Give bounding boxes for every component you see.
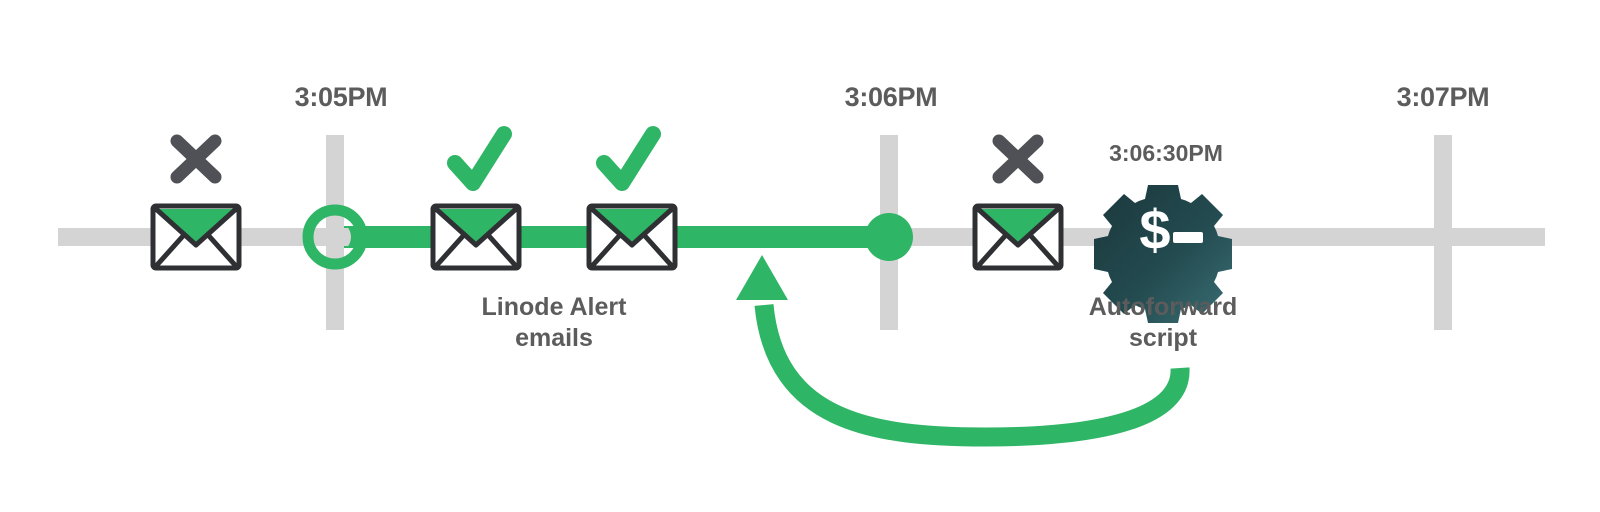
tick-label-306: 3:06PM [844, 82, 938, 112]
start-ring-marker [302, 204, 368, 270]
tick-mark-307 [1434, 135, 1452, 330]
event-time-autoforward: 3:06:30PM [1109, 140, 1223, 166]
x-mark-icon-2 [992, 134, 1044, 184]
check-mark-icon-2 [596, 126, 661, 191]
x-mark-icon-1 [170, 134, 222, 184]
autoforward-feedback-arrow [736, 255, 1190, 447]
envelope-delivered-1 [430, 203, 522, 271]
linode-alert-emails-label-line2: emails [515, 323, 593, 352]
envelope-blocked-1 [150, 203, 242, 271]
linode-alert-emails-label: Linode Alert emails [482, 292, 627, 353]
envelope-delivered-2 [586, 203, 678, 271]
timeline-tick-marks [326, 135, 1452, 330]
autoforward-script-label: Autoforward script [1089, 292, 1238, 353]
linode-alert-emails-label-line1: Linode Alert [481, 293, 627, 321]
tick-label-305: 3:05PM [294, 82, 388, 112]
autoforward-script-gear-icon: $ [1094, 185, 1232, 323]
svg-text:$: $ [1139, 198, 1170, 261]
autoforward-script-label-line2: script [1128, 323, 1198, 352]
autoforward-script-label-line1: Autoforward [1088, 293, 1238, 321]
end-dot-marker [865, 213, 913, 261]
envelope-blocked-2 [972, 203, 1064, 271]
tick-label-307: 3:07PM [1396, 82, 1490, 112]
check-mark-icon-1 [447, 126, 512, 191]
